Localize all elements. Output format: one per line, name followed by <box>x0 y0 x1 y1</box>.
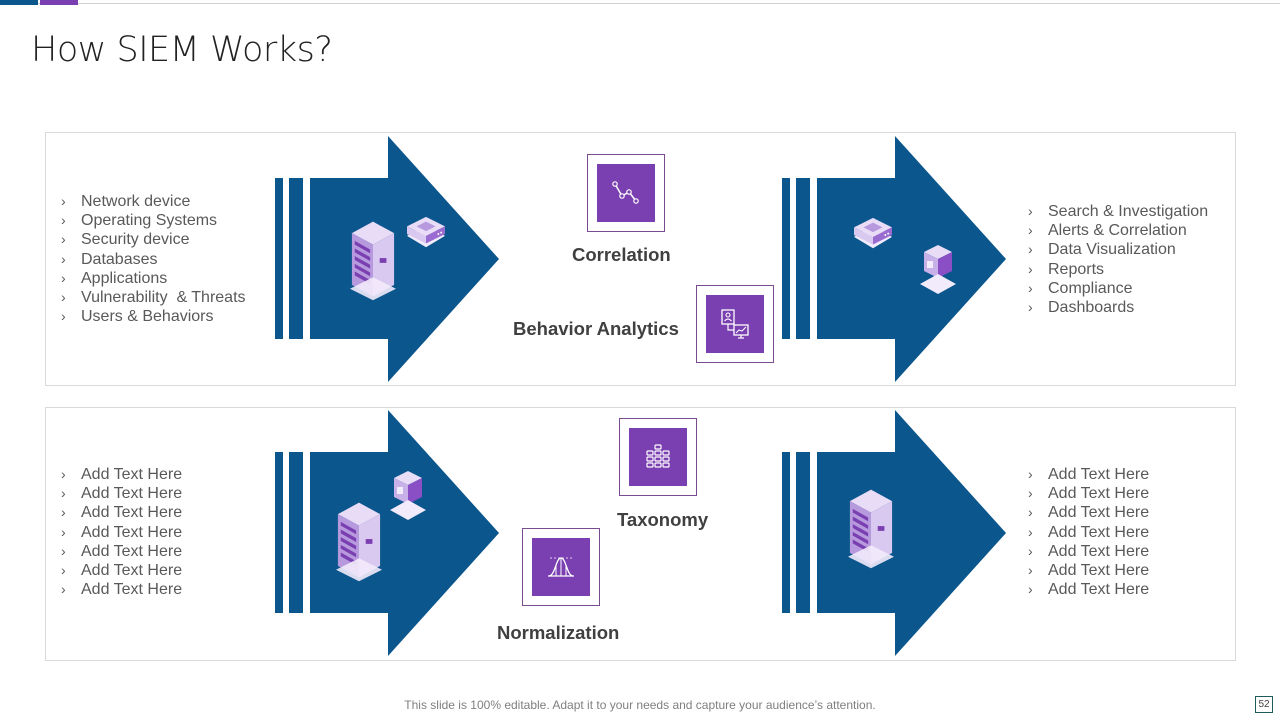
list-item: ›Add Text Here <box>61 466 183 483</box>
chevron-right-icon: › <box>61 231 66 248</box>
chevron-right-icon: › <box>1028 279 1033 296</box>
list-item: ›Add Text Here <box>1028 581 1150 599</box>
behavior-analytics-tile <box>696 285 774 363</box>
output-arrow <box>782 136 1008 382</box>
bottom-outputs-list: ›Add Text Here ›Add Text Here ›Add Text … <box>1028 465 1149 599</box>
chevron-right-icon: › <box>1028 260 1033 277</box>
list-item: ›Data Visualization <box>1028 241 1176 259</box>
storage-cube-icon <box>918 244 958 296</box>
list-item: ›Add Text Here <box>1028 485 1150 503</box>
chevron-right-icon: › <box>1028 241 1033 258</box>
chevron-right-icon: › <box>61 504 66 521</box>
output-arrow <box>782 410 1008 656</box>
step-label-taxonomy: Taxonomy <box>617 509 709 530</box>
chevron-right-icon: › <box>61 485 66 502</box>
header-rule <box>0 3 1280 4</box>
chevron-right-icon: › <box>61 542 66 559</box>
chevron-right-icon: › <box>1028 581 1033 598</box>
list-item: ›Vulnerability & Threats <box>61 289 246 307</box>
correlation-tile <box>587 154 665 232</box>
chevron-right-icon: › <box>61 562 66 579</box>
line-graph-icon <box>612 181 639 204</box>
list-item: ›Add Text Here <box>61 542 183 560</box>
chevron-right-icon: › <box>1028 299 1033 316</box>
chevron-right-icon: › <box>1028 222 1033 239</box>
top-outputs-list: ›Search & Investigation ›Alerts & Correl… <box>1028 202 1208 317</box>
normalization-tile <box>522 528 600 606</box>
accent-bar-blue <box>0 0 38 5</box>
page-number: 52 <box>1255 696 1273 713</box>
chevron-right-icon: › <box>61 269 66 286</box>
bell-curve-icon <box>548 557 574 577</box>
list-item: ›Add Text Here <box>1028 504 1150 522</box>
chevron-right-icon: › <box>61 308 66 325</box>
list-item: ›Users & Behaviors <box>61 308 214 326</box>
chevron-right-icon: › <box>61 523 66 540</box>
list-item: ›Add Text Here <box>61 485 183 503</box>
router-icon <box>852 216 894 254</box>
chevron-right-icon: › <box>61 466 66 482</box>
list-item: ›Applications <box>61 269 168 287</box>
list-item: ›Add Text Here <box>61 523 183 541</box>
monitor-analytics-icon <box>721 309 749 339</box>
chevron-right-icon: › <box>61 289 66 306</box>
router-icon <box>405 215 447 253</box>
bottom-sources-list: ›Add Text Here ›Add Text Here ›Add Text … <box>61 465 182 599</box>
server-rack-icon <box>336 500 382 582</box>
list-item: ›Add Text Here <box>1028 542 1150 560</box>
list-item: ›Alerts & Correlation <box>1028 222 1187 240</box>
footer-note: This slide is 100% editable. Adapt it to… <box>404 698 876 712</box>
chevron-right-icon: › <box>1028 203 1033 219</box>
chevron-right-icon: › <box>1028 562 1033 579</box>
chevron-right-icon: › <box>61 581 66 598</box>
server-rack-icon <box>848 487 894 569</box>
chevron-right-icon: › <box>1028 504 1033 521</box>
list-item: ›Databases <box>61 250 158 268</box>
input-arrow <box>275 410 501 656</box>
list-item: ›Add Text Here <box>61 504 183 522</box>
chevron-right-icon: › <box>1028 523 1033 540</box>
step-label-behavior-analytics: Behavior Analytics <box>513 318 679 339</box>
step-label-correlation: Correlation <box>572 244 671 265</box>
chevron-right-icon: › <box>1028 466 1033 482</box>
list-item: ›Add Text Here <box>1028 466 1150 483</box>
chevron-right-icon: › <box>1028 542 1033 559</box>
list-item: ›Compliance <box>1028 279 1133 297</box>
list-item: ›Add Text Here <box>61 562 183 580</box>
top-sources-list: ›Network device ›Operating Systems ›Secu… <box>61 192 246 326</box>
list-item: ›Add Text Here <box>61 581 183 599</box>
chevron-right-icon: › <box>61 250 66 267</box>
chevron-right-icon: › <box>1028 485 1033 502</box>
list-item: ›Reports <box>1028 260 1105 278</box>
slide-title: How SIEM Works? <box>31 30 333 70</box>
chevron-right-icon: › <box>61 193 66 209</box>
list-item: ›Security device <box>61 231 190 249</box>
list-item: ›Add Text Here <box>1028 523 1150 541</box>
accent-bar-purple <box>40 0 78 5</box>
list-item: ›Dashboards <box>1028 299 1135 317</box>
list-item: ›Search & Investigation <box>1028 203 1209 220</box>
list-item: ›Network device <box>61 193 191 210</box>
chevron-right-icon: › <box>61 212 66 229</box>
taxonomy-tile <box>619 418 697 496</box>
list-item: ›Add Text Here <box>1028 562 1150 580</box>
storage-cube-icon <box>388 470 428 522</box>
server-rack-icon <box>350 219 396 301</box>
list-item: ›Operating Systems <box>61 212 218 230</box>
hierarchy-icon <box>646 444 670 468</box>
step-label-normalization: Normalization <box>497 622 620 643</box>
